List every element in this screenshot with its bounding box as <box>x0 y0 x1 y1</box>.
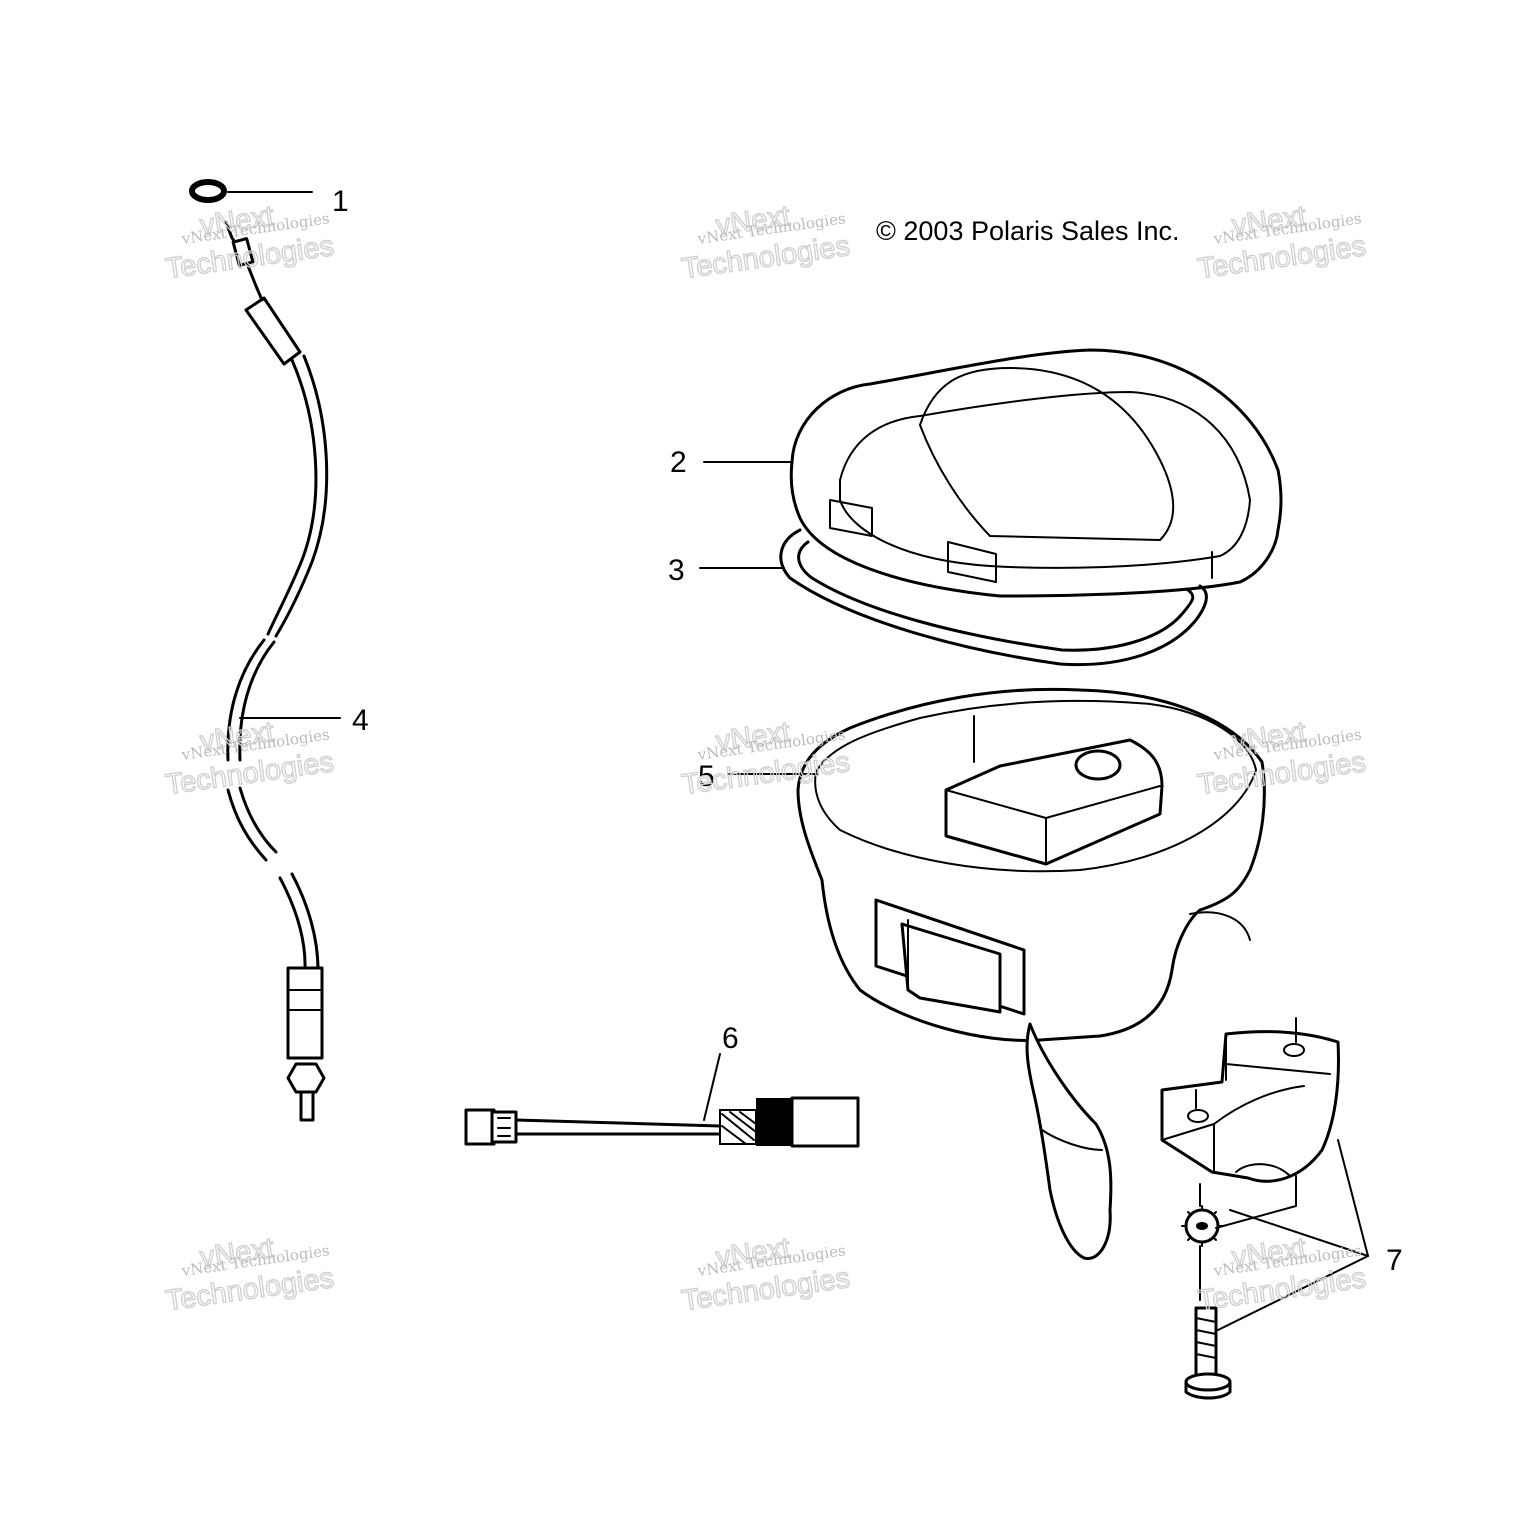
watermark: vNext vNext Technologies Technologies <box>679 200 852 287</box>
part-7-clamp-assembly <box>1160 1017 1340 1400</box>
watermark: vNext vNext Technologies Technologies <box>1195 1232 1368 1319</box>
part-5-throttle-housing <box>796 687 1266 1260</box>
callout-2: 2 <box>670 446 687 479</box>
leader-lines <box>227 191 1369 1331</box>
watermark: vNext vNext Technologies Technologies <box>1195 200 1368 287</box>
callout-6: 6 <box>722 1022 739 1055</box>
part-6-wiring-harness <box>464 1096 860 1148</box>
callout-numbers: 1 2 3 4 5 6 7 <box>332 185 1403 1277</box>
screw <box>1184 1306 1232 1400</box>
part-4-throttle-cable <box>224 220 329 1122</box>
watermark: vNext vNext Technologies Technologies <box>163 716 336 803</box>
callout-7: 7 <box>1386 1244 1403 1277</box>
part-3-gasket <box>779 528 1208 667</box>
callout-1: 1 <box>332 185 349 218</box>
watermark: vNext vNext Technologies Technologies <box>163 1232 336 1319</box>
callout-3: 3 <box>668 554 685 587</box>
callout-5: 5 <box>698 760 715 793</box>
star-washer <box>1181 1205 1223 1247</box>
watermark: vNext vNext Technologies Technologies <box>163 200 336 287</box>
copyright-notice: © 2003 Polaris Sales Inc. <box>876 216 1180 246</box>
watermark: vNext vNext Technologies Technologies <box>679 1232 852 1319</box>
callout-4: 4 <box>352 704 369 737</box>
part-1-o-ring <box>189 179 227 203</box>
part-2-housing-cover <box>789 348 1283 598</box>
